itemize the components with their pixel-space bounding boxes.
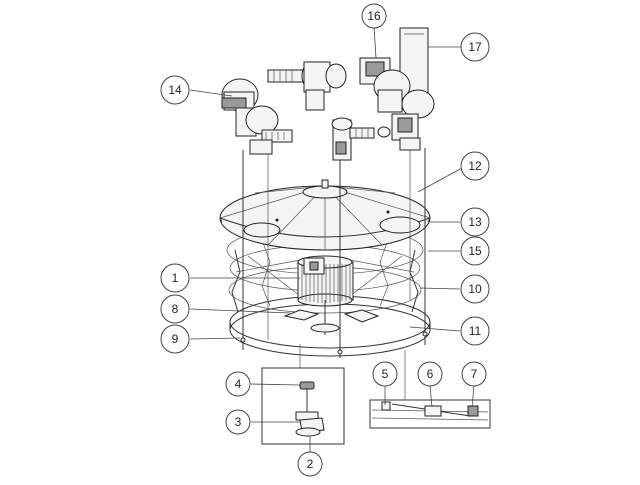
callout-2: 2 <box>297 451 323 477</box>
svg-text:4: 4 <box>235 377 242 391</box>
detail-box-right <box>369 350 491 429</box>
callout-14: 14 <box>160 75 190 105</box>
callout-4: 4 <box>225 371 251 397</box>
svg-text:14: 14 <box>168 83 182 97</box>
svg-text:17: 17 <box>468 40 482 54</box>
svg-text:5: 5 <box>382 367 389 381</box>
svg-text:12: 12 <box>468 159 482 173</box>
svg-text:10: 10 <box>468 282 482 296</box>
svg-text:3: 3 <box>235 415 242 429</box>
central-drum <box>297 255 354 335</box>
callout-6: 6 <box>417 361 443 387</box>
svg-text:13: 13 <box>468 215 482 229</box>
svg-text:15: 15 <box>468 244 482 258</box>
callout-11: 11 <box>460 316 490 346</box>
svg-text:1: 1 <box>172 271 179 285</box>
svg-text:7: 7 <box>471 367 478 381</box>
callout-17: 17 <box>460 32 490 62</box>
callout-7: 7 <box>461 361 487 387</box>
motor-unit-left <box>221 78 293 155</box>
callout-16: 16 <box>361 3 387 29</box>
callout-9: 9 <box>160 324 190 354</box>
leader-lines <box>189 25 475 453</box>
callout-1: 1 <box>160 263 190 293</box>
motor-unit-mid-center <box>331 117 375 161</box>
svg-text:6: 6 <box>427 367 434 381</box>
callout-10: 10 <box>460 274 490 304</box>
callout-5: 5 <box>372 361 398 387</box>
callout-12: 12 <box>460 151 490 181</box>
detail-box-left <box>261 344 345 445</box>
upper-disc <box>219 179 431 251</box>
motor-unit-right <box>359 27 435 151</box>
support-rods <box>240 148 428 358</box>
svg-text:2: 2 <box>307 457 314 471</box>
svg-text:16: 16 <box>367 9 381 23</box>
callout-3: 3 <box>225 409 251 435</box>
svg-text:8: 8 <box>172 302 179 316</box>
base-panels <box>283 309 380 323</box>
callout-8: 8 <box>160 294 190 324</box>
svg-text:9: 9 <box>172 332 179 346</box>
callout-13: 13 <box>460 207 490 237</box>
motor-unit-top-center <box>267 61 347 111</box>
svg-text:11: 11 <box>469 324 482 338</box>
callout-15: 15 <box>460 236 490 266</box>
